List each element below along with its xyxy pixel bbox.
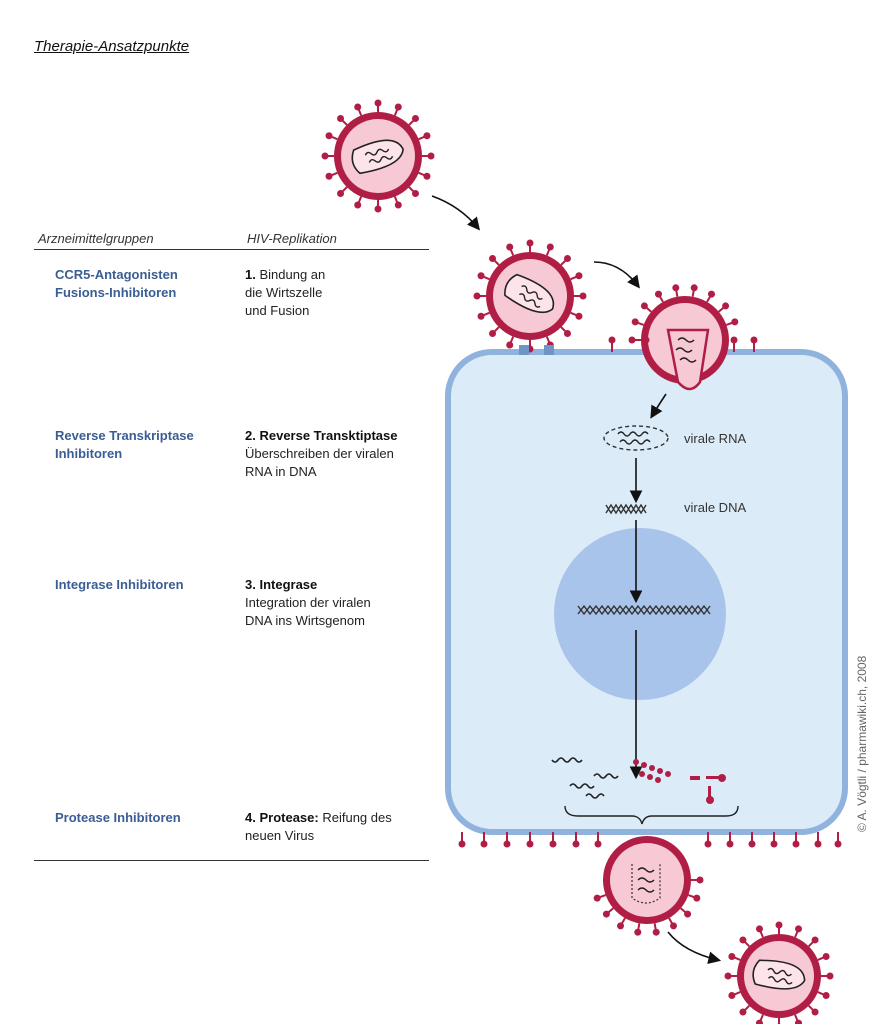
integrated-dna-icon [577,604,711,616]
drug-group-3: Integrase Inhibitoren [55,576,184,594]
arrow-approach [431,195,481,231]
header-rule [34,249,429,250]
drug-group-1-line-1: CCR5-Antagonisten [55,267,178,282]
label-viral-rna: virale RNA [684,431,746,446]
membrane-spike [750,336,758,352]
drug-group-2-line-1: Reverse Transkriptase [55,428,194,443]
membrane-spike [642,336,650,352]
step-2-line-1: Überschreiben der viralen [245,446,394,461]
step-1-number: 1. [245,267,256,282]
membrane-spike [480,832,488,848]
membrane-spike [572,832,580,848]
membrane-spike [458,832,466,848]
step-4-line-2: neuen Virus [245,828,315,843]
step-4-number: 4. [245,810,256,825]
membrane-spike [834,832,842,848]
step-1-line-3: und Fusion [245,303,310,318]
receptor-left [519,345,529,355]
membrane-spike [549,832,557,848]
footer-rule [34,860,429,861]
virus-released [724,921,834,1024]
step-2: 2. Reverse Transktiptase Überschreiben d… [245,427,398,481]
step-2-title: Reverse Transktiptase [259,428,398,443]
step-1-line-1: Bindung an [259,267,326,282]
label-viral-dna: virale DNA [684,500,746,515]
viral-dna-icon [605,503,647,515]
step-2-line-2: RNA in DNA [245,464,317,479]
membrane-spike [503,832,511,848]
receptor-right [544,345,554,355]
drug-group-4: Protease Inhibitoren [55,809,181,827]
membrane-spike [594,832,602,848]
drug-group-1-line-2: Fusions-Inhibitoren [55,285,177,300]
membrane-spike [526,832,534,848]
drug-group-4-line-1: Protease Inhibitoren [55,810,181,825]
step-3-number: 3. [245,577,256,592]
step-3: 3. Integrase Integration der viralen DNA… [245,576,371,630]
step-2-number: 2. [245,428,256,443]
step-3-line-1: Integration der viralen [245,595,371,610]
step-4-line-1: Reifung des [322,810,392,825]
step-4: 4. Protease: Reifung des neuen Virus [245,809,392,845]
page-heading: Therapie-Ansatzpunkte [34,38,190,55]
viral-rna-icon [603,425,669,451]
step-1: 1. Bindung an die Wirtszelle und Fusion [245,266,325,320]
step-4-title: Protease: [259,810,319,825]
arrow-exit [667,931,722,965]
drug-group-3-line-1: Integrase Inhibitoren [55,577,184,592]
virus-budding [593,836,704,936]
virus-free-top [321,99,435,213]
nucleus [554,528,726,700]
column-header-drug-groups: Arzneimittelgruppen [38,231,154,246]
membrane-spike [792,832,800,848]
arrow-to-rna [650,393,667,419]
membrane-spike [770,832,778,848]
membrane-spike [608,336,616,352]
drug-group-2-line-2: Inhibitoren [55,446,123,461]
drug-group-1: CCR5-Antagonisten Fusions-Inhibitoren [55,266,178,302]
membrane-spike [814,832,822,848]
column-header-replication: HIV-Replikation [247,231,337,246]
step-1-line-2: die Wirtszelle [245,285,323,300]
step-3-title: Integrase [259,577,318,592]
step-3-line-2: DNA ins Wirtsgenom [245,613,365,628]
new-viral-components [551,757,739,825]
membrane-spike [748,832,756,848]
membrane-spike [726,832,734,848]
membrane-spike [704,832,712,848]
drug-group-2: Reverse Transkriptase Inhibitoren [55,427,194,463]
arrow-to-fusion [593,261,640,289]
entering-capsid [666,328,710,391]
virus-binding [473,239,587,353]
membrane-spike [730,336,738,352]
